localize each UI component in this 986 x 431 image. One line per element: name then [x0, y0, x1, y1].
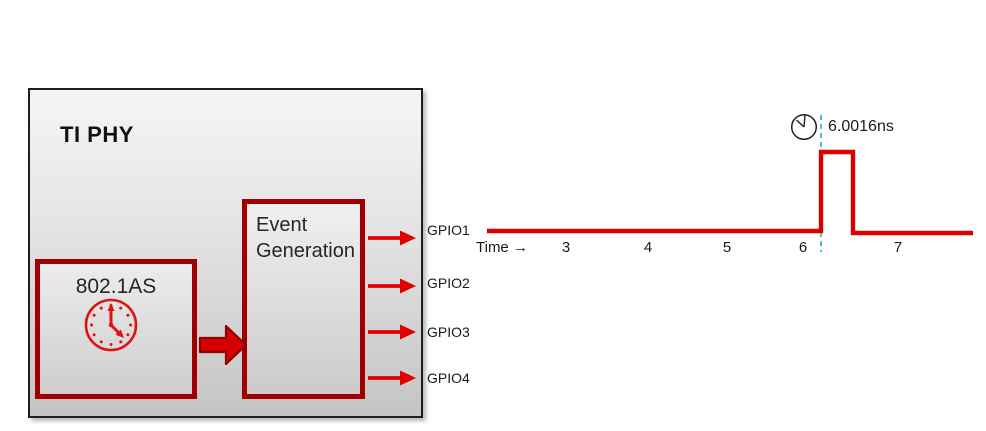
- clock-to-event-arrow: [198, 324, 248, 366]
- time-tick-6: 6: [798, 239, 808, 256]
- gpio2-label: GPIO2: [427, 275, 470, 291]
- timer-clock-icon: [790, 113, 818, 141]
- gpio4-arrow: [368, 370, 416, 386]
- clock-802-1as-box: 802.1AS: [35, 259, 197, 399]
- time-tick-5: 5: [722, 239, 732, 256]
- analog-clock-icon: [84, 298, 138, 352]
- event-block-label: Event Generation: [256, 214, 355, 262]
- event-generation-box: Event Generation: [242, 199, 365, 399]
- gpio2-arrow: [368, 278, 416, 294]
- phy-title: TI PHY: [60, 122, 134, 147]
- gpio1-waveform: [487, 115, 973, 252]
- gpio-arrows: [368, 230, 416, 386]
- time-tick-7: 7: [893, 239, 903, 256]
- gpio3-label: GPIO3: [427, 324, 470, 340]
- time-axis-label: Time →: [476, 239, 528, 256]
- clock-block-label: 802.1AS: [75, 275, 157, 298]
- pulse-width-annotation: 6.0016ns: [828, 118, 894, 135]
- gpio4-label: GPIO4: [427, 370, 470, 386]
- gpio1-arrow: [368, 230, 416, 246]
- gpio3-arrow: [368, 324, 416, 340]
- time-tick-3: 3: [561, 239, 571, 256]
- pulse-trace: [487, 149, 973, 236]
- time-tick-4: 4: [643, 239, 653, 256]
- gpio1-label: GPIO1: [427, 222, 470, 238]
